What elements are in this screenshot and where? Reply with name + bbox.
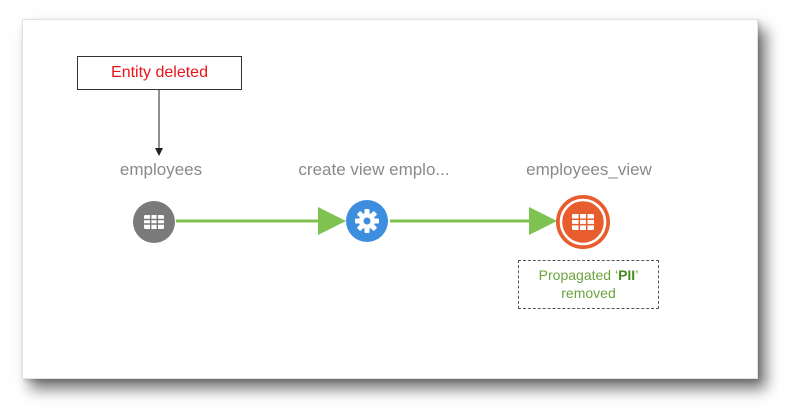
note-prefix: Propagated ‘	[538, 267, 619, 283]
note-line-1: Propagated ‘PII’	[519, 266, 658, 284]
node-employees-view[interactable]	[556, 195, 610, 249]
annotation-pointer-arrow	[155, 90, 163, 156]
propagated-classification-note: Propagated ‘PII’ removed	[518, 260, 659, 309]
table-icon	[572, 214, 594, 230]
gear-icon	[355, 209, 379, 233]
lineage-edge-employees-to-process	[176, 207, 346, 235]
note-suffix: ’	[635, 267, 639, 283]
node-employees[interactable]	[133, 201, 175, 243]
node-create-view-process[interactable]	[346, 200, 388, 242]
annotation-label: Entity deleted	[111, 64, 208, 81]
lineage-edge-process-to-employees-view	[390, 207, 557, 235]
node-label-employees[interactable]: employees	[119, 160, 203, 179]
note-line-2: removed	[561, 285, 616, 301]
node-label-create-view[interactable]: create view emplo...	[298, 160, 450, 179]
pii-tag: PII	[618, 267, 636, 283]
table-icon	[144, 215, 164, 229]
node-label-employees-view[interactable]: employees_view	[526, 160, 652, 179]
entity-deleted-annotation: Entity deleted	[77, 56, 242, 90]
